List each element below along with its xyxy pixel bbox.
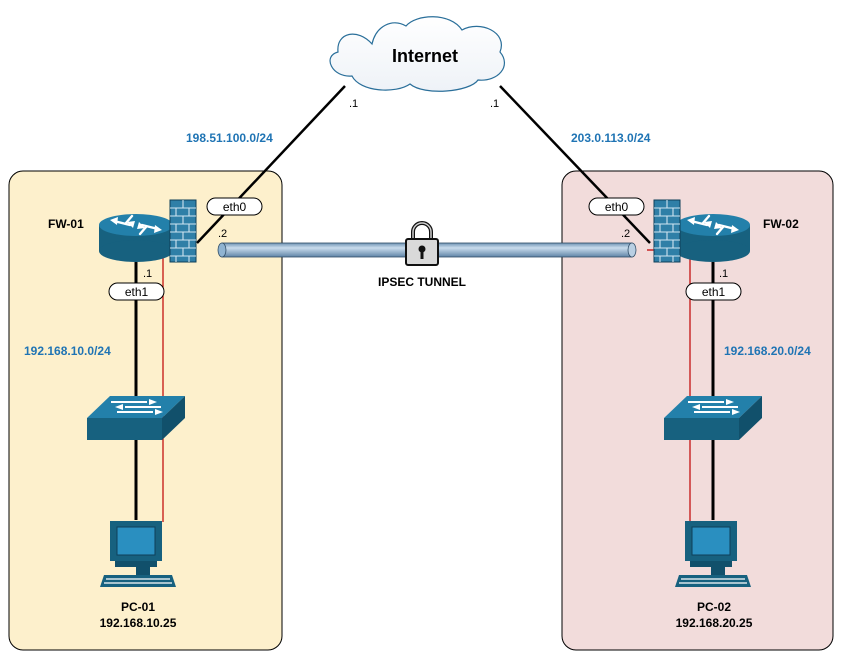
internet-right-host-label: .1 [490, 98, 499, 110]
pc-02-ip-label: 192.168.20.25 [676, 616, 753, 630]
wan-link-right [499, 85, 651, 244]
fw-01-eth1-label: eth1 [125, 285, 149, 299]
fw-02-eth0-label: eth0 [605, 200, 629, 214]
fw-01-eth0-host-label: .2 [218, 228, 227, 240]
fw-02-firewall-icon [653, 199, 681, 263]
wan-left-network-label: 198.51.100.0/24 [186, 131, 273, 145]
fw-01-router-icon [97, 212, 175, 264]
fw-01-eth1-host-label: .1 [143, 268, 152, 280]
fw-02-router-icon [674, 212, 752, 264]
pc-01-ip-label: 192.168.10.25 [100, 616, 177, 630]
lan-left-network-label: 192.168.10.0/24 [24, 344, 111, 358]
wan-right-network-label: 203.0.113.0/24 [571, 131, 651, 145]
internet-left-host-label: .1 [349, 98, 358, 110]
fw-01-eth0-badge: eth0 [206, 197, 263, 216]
pc-01-name-label: PC-01 [121, 600, 155, 614]
ipsec-tunnel-label: IPSEC TUNNEL [378, 275, 466, 289]
lan-right-network-label: 192.168.20.0/24 [724, 344, 811, 358]
internet-cloud [329, 16, 506, 92]
fw-02-eth1-host-label: .1 [719, 268, 728, 280]
lock-icon [405, 221, 439, 266]
fw-02-eth0-host-label: .2 [621, 228, 630, 240]
fw-02-eth1-badge: eth1 [685, 282, 742, 301]
fw-02-label: FW-02 [763, 217, 799, 231]
pc-02-name-label: PC-02 [697, 600, 731, 614]
fw-01-firewall-icon [169, 199, 197, 263]
fw-02-eth1-label: eth1 [702, 285, 726, 299]
internet-label: Internet [392, 46, 458, 66]
fw-01-label: FW-01 [48, 217, 84, 231]
fw-01-eth0-label: eth0 [223, 200, 247, 214]
fw-01-eth1-badge: eth1 [108, 282, 165, 301]
wan-link-left [196, 85, 346, 244]
fw-02-eth0-badge: eth0 [588, 197, 645, 216]
